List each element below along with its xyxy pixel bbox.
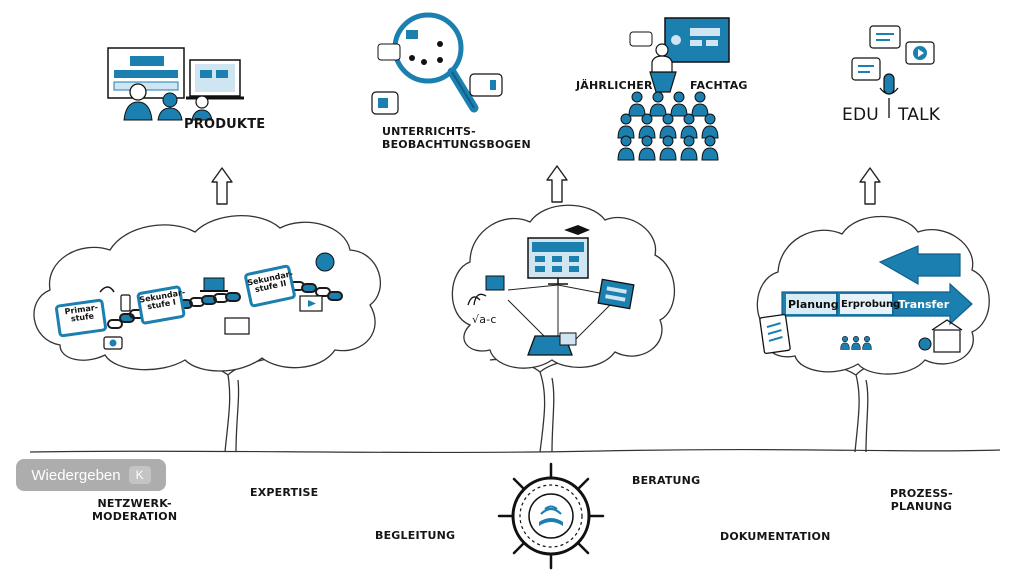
label-netzwerkmoderation: NETZWERK- MODERATION bbox=[92, 497, 178, 523]
microphone-icon bbox=[883, 73, 895, 95]
produkte-illustration bbox=[107, 47, 244, 121]
label-talk: TALK bbox=[898, 105, 941, 125]
label-unterrichtsbeobachtung: UNTERRICHTS- BEOBACHTUNGSBOGEN bbox=[382, 125, 531, 151]
headphones-icon bbox=[99, 286, 115, 293]
label-produkte: PRODUKTE bbox=[184, 117, 266, 132]
label-jaehrlicher: JÄHRLICHER bbox=[576, 79, 653, 92]
audience-row-1 bbox=[628, 91, 709, 117]
tree-right bbox=[756, 215, 990, 453]
notebook-icon bbox=[485, 275, 505, 291]
fachtag-illustration bbox=[617, 17, 730, 161]
play-button-label: Wiedergeben bbox=[31, 466, 121, 484]
label-dokumentation: DOKUMENTATION bbox=[720, 530, 831, 543]
label-beratung: BERATUNG bbox=[632, 474, 701, 487]
audience-row-3 bbox=[617, 135, 719, 161]
globe-icon bbox=[315, 252, 335, 272]
tag-sek2-box bbox=[244, 264, 296, 308]
school-icon bbox=[933, 329, 961, 353]
step-erprobung: Erprobung bbox=[841, 299, 901, 310]
label-edu: EDU bbox=[842, 105, 879, 125]
label-prozessplanung: PROZESS- PLANUNG bbox=[890, 487, 953, 513]
keyboard-shortcut-badge: K bbox=[128, 466, 151, 484]
label-expertise: EXPERTISE bbox=[250, 486, 319, 499]
blueprint-icon bbox=[597, 278, 635, 310]
tree-left bbox=[33, 215, 381, 453]
feedback-arrow bbox=[878, 245, 961, 286]
magnifier-illustration bbox=[371, 12, 503, 115]
step-planung: Planung bbox=[788, 298, 839, 311]
arrow-up-right bbox=[859, 167, 881, 205]
tree-middle-trunk bbox=[489, 358, 596, 453]
tree-left-crown bbox=[33, 215, 381, 372]
graduation-cap-icon bbox=[564, 225, 590, 235]
tree-middle-crown bbox=[451, 204, 676, 369]
label-fachtag: FACHTAG bbox=[690, 79, 748, 92]
tag-primar-box bbox=[55, 298, 107, 338]
plant-icon bbox=[467, 293, 487, 306]
play-button[interactable]: Wiedergeben K bbox=[16, 459, 166, 491]
edutalk-illustration bbox=[851, 25, 935, 118]
math-note: √a-c bbox=[472, 313, 497, 326]
gear-icon bbox=[918, 337, 932, 351]
ground-line bbox=[29, 448, 1001, 454]
arrow-up-left bbox=[211, 167, 233, 205]
step-transfer: Transfer bbox=[898, 298, 950, 311]
ship-wheel-logo bbox=[497, 462, 605, 570]
tree-right-trunk bbox=[799, 360, 906, 453]
board-icon bbox=[224, 317, 250, 335]
tag-sek1-box bbox=[136, 285, 186, 325]
arrow-up-middle bbox=[546, 165, 568, 203]
laptop-icon bbox=[203, 277, 225, 292]
label-begleitung: BEGLEITUNG bbox=[375, 529, 456, 542]
phone-icon bbox=[120, 294, 131, 312]
clipboard-icon bbox=[759, 313, 791, 355]
small-team-icon bbox=[840, 336, 872, 350]
tree-middle bbox=[451, 204, 676, 453]
audience-row-2 bbox=[617, 113, 719, 139]
